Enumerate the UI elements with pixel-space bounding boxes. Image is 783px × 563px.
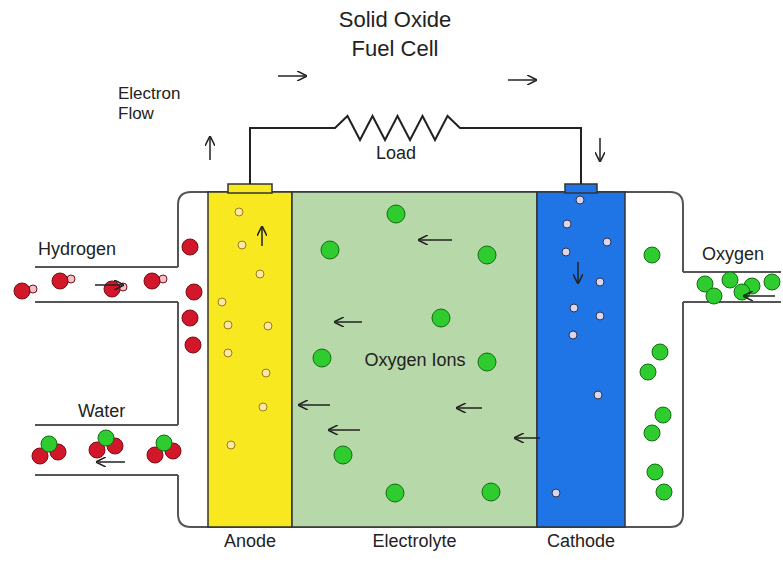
oxygen-ion xyxy=(321,241,339,259)
load-label: Load xyxy=(376,143,436,164)
electron xyxy=(238,241,246,249)
oxygen-atom xyxy=(156,435,172,451)
electron xyxy=(570,304,578,312)
cathode-fill xyxy=(537,192,625,527)
electron xyxy=(603,238,611,246)
oxygen-ion xyxy=(313,349,331,367)
cell-housing xyxy=(178,192,683,527)
cathode-tab xyxy=(565,184,597,193)
electron xyxy=(596,278,604,286)
diagram-title: Solid Oxide Fuel Cell xyxy=(320,6,470,63)
oxygen-ion xyxy=(334,446,352,464)
oxygen-atom xyxy=(656,484,672,500)
electron xyxy=(562,248,570,256)
oxygen-atom xyxy=(640,364,656,380)
electron xyxy=(259,403,267,411)
electron xyxy=(218,298,226,306)
electron xyxy=(576,196,584,204)
hydrogen-atom xyxy=(182,239,198,255)
oxygen-atom xyxy=(644,425,660,441)
electron xyxy=(224,321,232,329)
oxygen-ion xyxy=(387,205,405,223)
flow-label: Electron Flow xyxy=(118,84,208,123)
oxygen-atom xyxy=(652,344,668,360)
electron xyxy=(596,312,604,320)
hydrogen-atom xyxy=(182,310,198,326)
hydrogen-atom xyxy=(185,337,201,353)
electron xyxy=(594,391,602,399)
oxygen-atom xyxy=(41,436,57,452)
anode-fill xyxy=(208,192,292,527)
gas-label: Water xyxy=(78,401,168,422)
load-wire xyxy=(250,116,581,184)
electron xyxy=(224,349,232,357)
oxygen-ion xyxy=(482,483,500,501)
electrolyte-layer: Oxygen IonsElectrolyte xyxy=(292,192,537,527)
layer-name: Electrolyte xyxy=(272,531,557,552)
hydrogen-atom xyxy=(14,283,30,299)
hydrogen-atom xyxy=(104,281,120,297)
anode-tab xyxy=(228,184,272,193)
oxygen-ion xyxy=(478,246,496,264)
electrolyte-fill xyxy=(292,192,537,527)
oxygen-atom xyxy=(734,284,750,300)
gas-label: Hydrogen xyxy=(38,239,148,260)
oxygen-ion xyxy=(386,484,404,502)
electron xyxy=(235,208,243,216)
flow-arrows xyxy=(95,76,775,462)
cathode-layer: Cathode xyxy=(537,192,625,527)
oxygen-atom xyxy=(644,247,660,263)
molecules xyxy=(14,196,780,502)
hydrogen-atom xyxy=(52,273,68,289)
electron xyxy=(264,322,272,330)
layer-note: Oxygen Ions xyxy=(360,350,470,371)
oxygen-ion xyxy=(432,309,450,327)
electron xyxy=(563,220,571,228)
electron xyxy=(552,489,560,497)
oxygen-atom xyxy=(764,274,780,290)
oxygen-atom xyxy=(647,464,663,480)
hydrogen-atom xyxy=(186,284,202,300)
electron xyxy=(227,441,235,449)
oxygen-atom xyxy=(655,407,671,423)
gas-label: Oxygen xyxy=(702,244,778,265)
electron xyxy=(256,270,264,278)
hydrogen-atom xyxy=(144,273,160,289)
oxygen-atom xyxy=(706,288,722,304)
oxygen-atom xyxy=(722,272,738,288)
oxygen-atom xyxy=(98,430,114,446)
anode-layer: Anode xyxy=(208,192,292,527)
layer-name: Anode xyxy=(188,531,312,552)
electron xyxy=(262,369,270,377)
electron xyxy=(569,331,577,339)
oxygen-ion xyxy=(478,353,496,371)
layer-name: Cathode xyxy=(517,531,645,552)
